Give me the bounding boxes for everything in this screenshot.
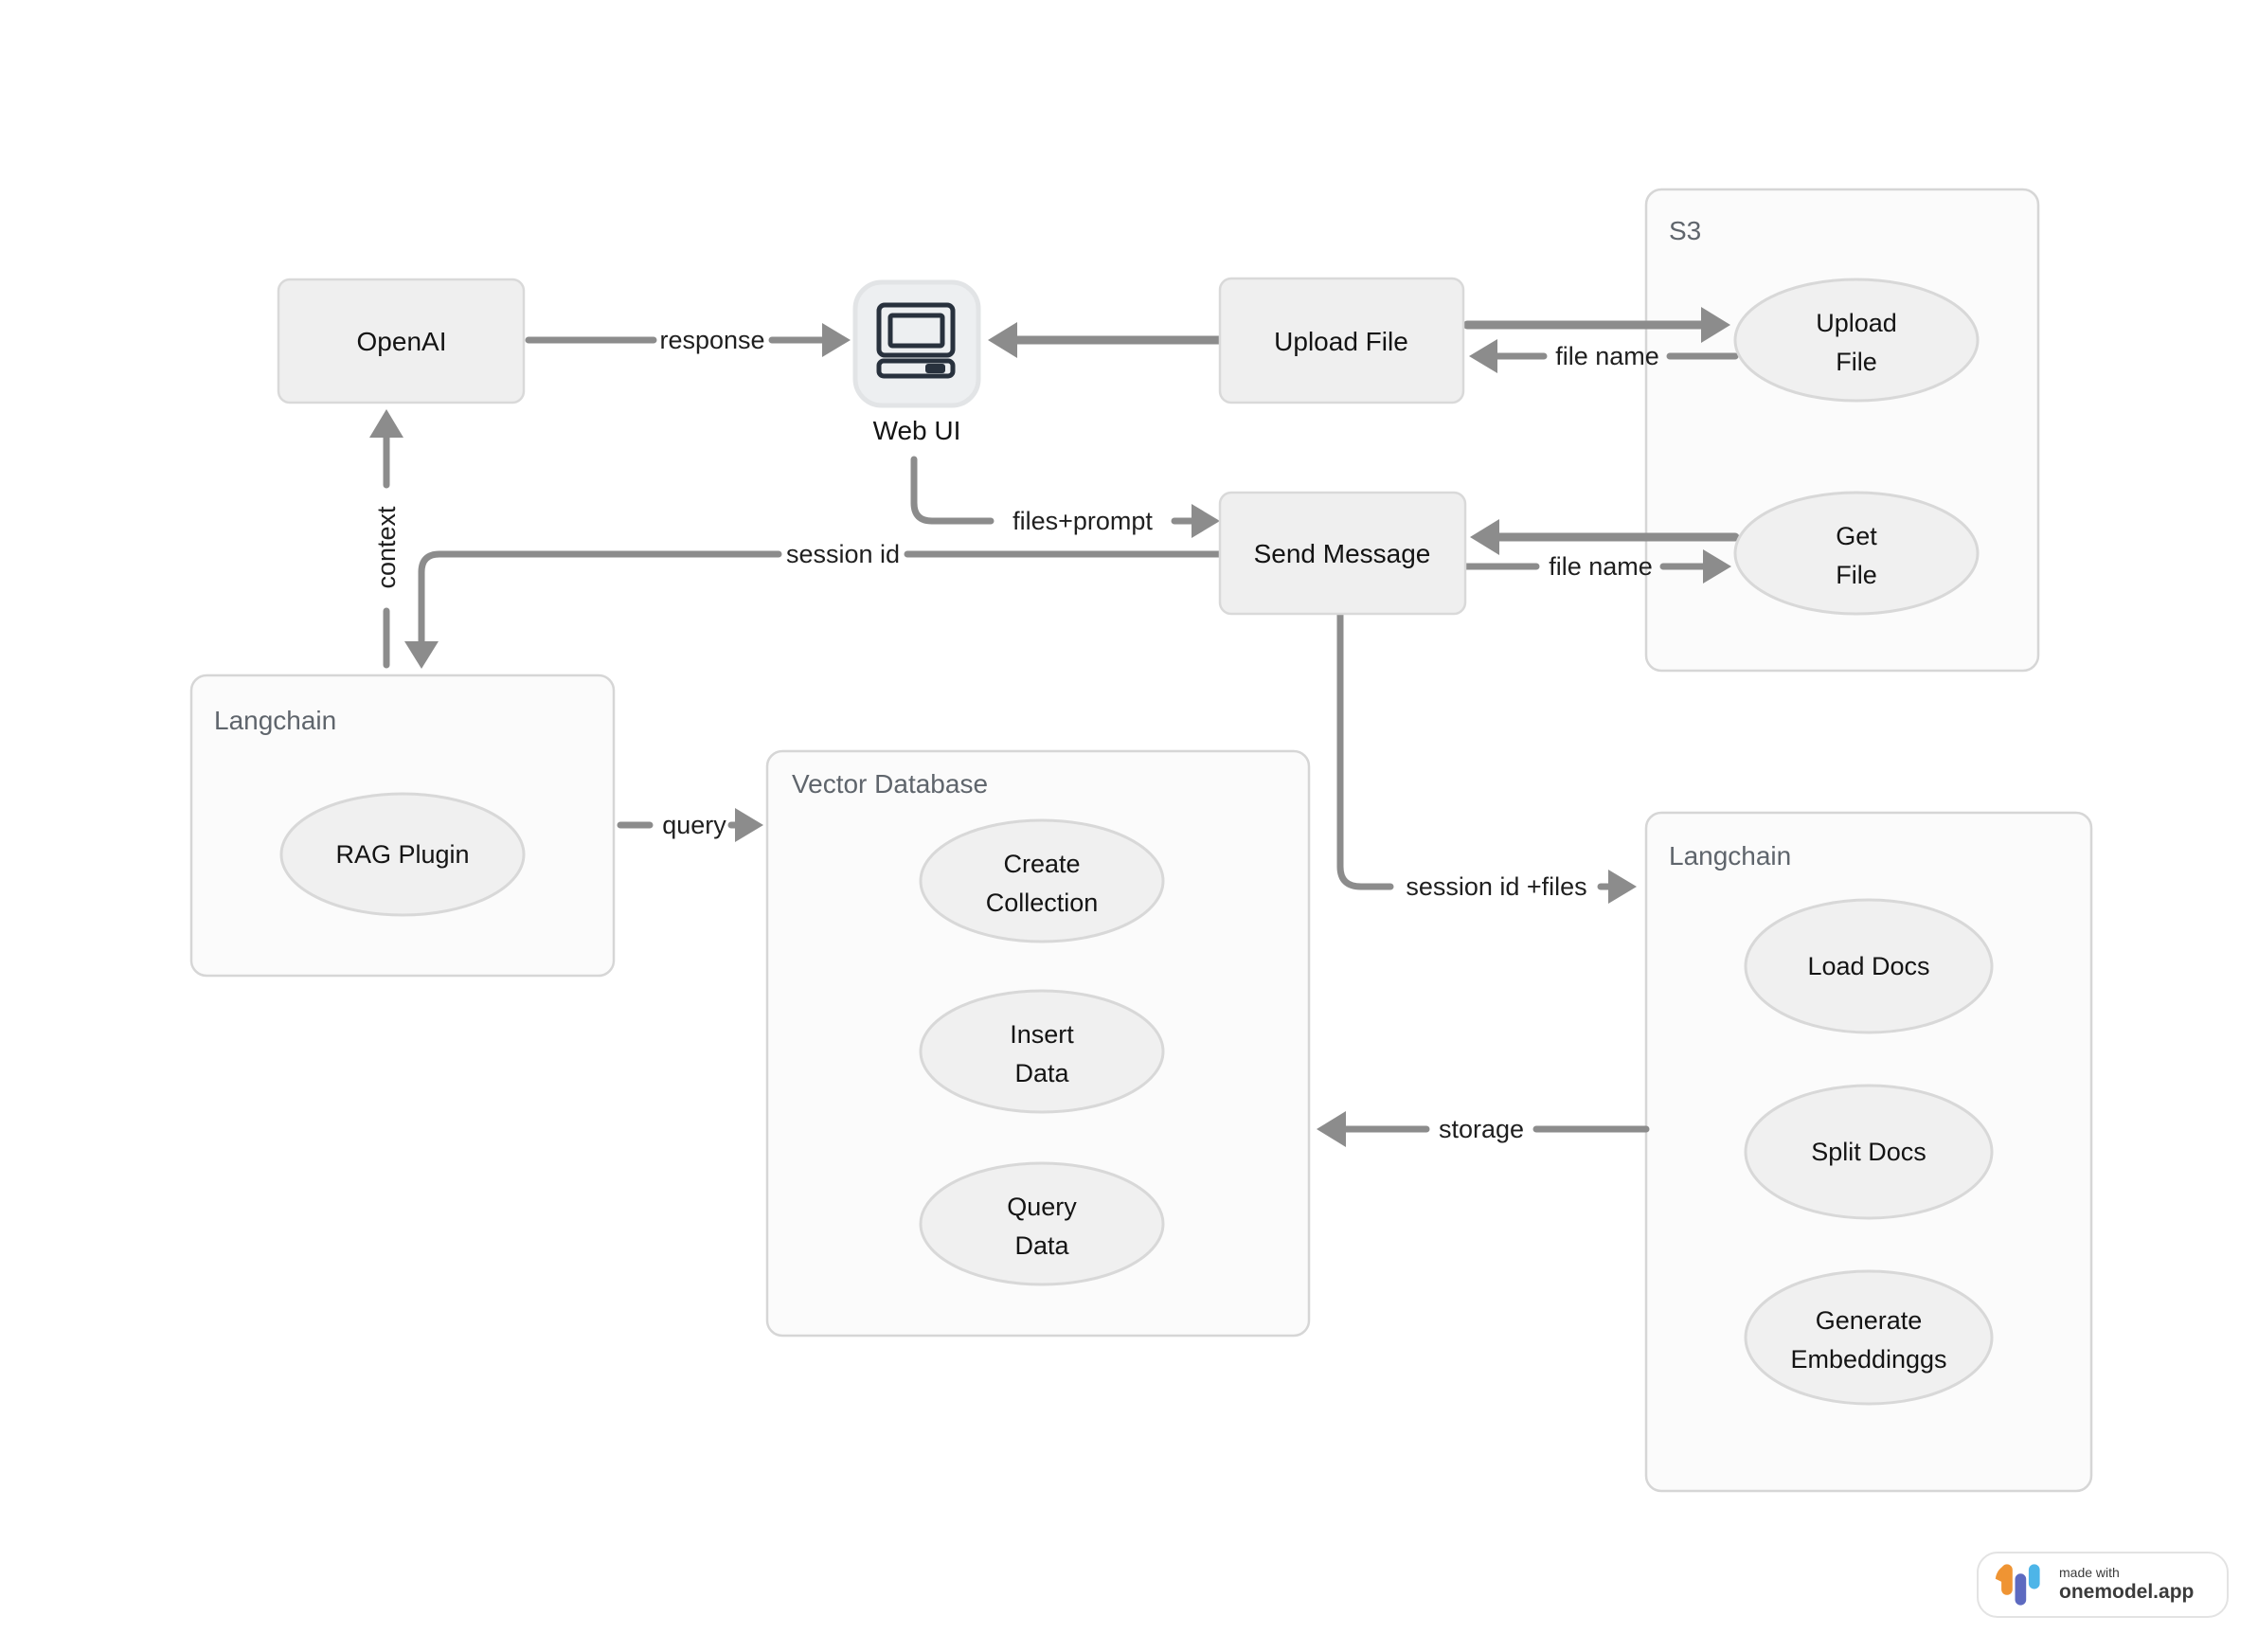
arrowhead-right <box>735 808 763 842</box>
split-docs-ellipse[interactable] <box>1744 1084 1994 1220</box>
insert-data-line2: Data <box>1014 1059 1069 1087</box>
langchain-right-container-label: Langchain <box>1669 841 1791 871</box>
edge-label-context: context <box>372 506 401 589</box>
arrowhead-down <box>404 641 439 669</box>
web-ui-label: Web UI <box>873 416 961 445</box>
node-openai[interactable]: OpenAI <box>277 278 526 404</box>
load-docs-ellipse[interactable] <box>1744 898 1994 1034</box>
langchain-left-container-label: Langchain <box>214 706 336 735</box>
arrowhead-up <box>369 409 403 438</box>
arrowhead-left <box>1469 339 1497 373</box>
op-create-collection[interactable]: Create Collection <box>919 818 1165 943</box>
create-collection-line2: Collection <box>986 889 1099 917</box>
s3-upload-file-line2: File <box>1836 348 1877 376</box>
badge-text: made with onemodel.app <box>2059 1566 2194 1603</box>
s3-upload-file-line1: Upload <box>1816 309 1897 337</box>
edge-uploadfile-to-s3upload <box>1462 307 1730 343</box>
arrowhead-right <box>822 323 851 357</box>
edge-label-response: response <box>659 326 764 354</box>
op-split-docs[interactable]: Split Docs <box>1744 1084 1994 1220</box>
badge-brand[interactable]: onemodel.app <box>2059 1581 2195 1604</box>
edge-storage: storage <box>1317 1111 1650 1147</box>
onemodel-logo-icon <box>1995 1564 2040 1606</box>
op-insert-data[interactable]: Insert Data <box>919 989 1165 1114</box>
edge-label-query: query <box>662 811 726 839</box>
edge-line <box>418 550 782 646</box>
edge-label-session-id-files: session id +files <box>1406 872 1586 901</box>
s3-get-file-ellipse[interactable] <box>1733 491 1980 616</box>
arrowhead-left <box>1317 1111 1346 1147</box>
insert-data-ellipse[interactable] <box>919 989 1165 1114</box>
op-s3-get-file[interactable]: Get File <box>1733 491 1980 616</box>
op-query-data[interactable]: Query Data <box>919 1161 1165 1286</box>
op-s3-upload-file[interactable]: Upload File <box>1733 278 1980 403</box>
load-docs-label: Load Docs <box>1807 952 1929 980</box>
rag-plugin-ellipse[interactable] <box>279 792 526 917</box>
s3-get-file-line2: File <box>1836 561 1877 589</box>
edge-session-id-files: session id +files <box>1336 610 1637 904</box>
arrowhead-right <box>1192 504 1220 538</box>
s3-get-file-line1: Get <box>1836 522 1877 550</box>
send-message-label: Send Message <box>1254 539 1431 568</box>
edge-label-files-prompt: files+prompt <box>1013 507 1153 535</box>
query-data-line1: Query <box>1007 1193 1077 1221</box>
query-data-ellipse[interactable] <box>919 1161 1165 1286</box>
edge-label-file-name-get: file name <box>1549 552 1653 581</box>
badge-made-with: made with <box>2059 1565 2120 1581</box>
send-message-box[interactable] <box>1218 491 1467 616</box>
s3-container-label: S3 <box>1669 216 1701 245</box>
arrowhead-left <box>988 322 1017 358</box>
edge-files-prompt: files+prompt <box>910 456 1220 538</box>
edge-session-id: session id <box>404 540 1224 669</box>
arrowhead-left <box>1470 519 1499 555</box>
edge-getfile-to-sendmessage <box>1470 519 1740 555</box>
edge-file-name-get: file name <box>1461 549 1731 584</box>
edge-label-storage: storage <box>1439 1115 1524 1143</box>
upload-file-label: Upload File <box>1274 327 1408 356</box>
op-rag-plugin[interactable]: RAG Plugin <box>279 792 526 917</box>
query-data-line2: Data <box>1014 1231 1069 1260</box>
rag-plugin-label: RAG Plugin <box>335 840 469 869</box>
insert-data-line1: Insert <box>1010 1020 1074 1049</box>
vector-database-container-label: Vector Database <box>792 769 988 799</box>
edge-query: query <box>617 808 763 842</box>
node-upload-file[interactable]: Upload File <box>1218 277 1465 404</box>
create-collection-ellipse[interactable] <box>919 818 1165 943</box>
onemodel-badge[interactable]: made with onemodel.app <box>1977 1552 2229 1618</box>
edge-line <box>910 456 995 525</box>
op-load-docs[interactable]: Load Docs <box>1744 898 1994 1034</box>
openai-label: OpenAI <box>357 327 447 356</box>
generate-embeddings-line1: Generate <box>1816 1306 1923 1335</box>
edge-label-file-name-upload: file name <box>1555 342 1659 370</box>
op-generate-embeddings[interactable]: Generate Embeddinggs <box>1744 1269 1994 1406</box>
node-web-ui[interactable]: Web UI <box>852 279 981 445</box>
arrowhead-right <box>1608 870 1637 904</box>
edge-file-name-upload: file name <box>1469 339 1739 373</box>
upload-file-box[interactable] <box>1218 277 1465 404</box>
node-send-message[interactable]: Send Message <box>1218 491 1467 616</box>
openai-box[interactable] <box>277 278 526 404</box>
create-collection-line1: Create <box>1003 850 1080 878</box>
computer-icon <box>876 302 956 379</box>
generate-embeddings-ellipse[interactable] <box>1744 1269 1994 1406</box>
edge-context: context <box>369 409 403 669</box>
arrowhead-right <box>1701 307 1730 343</box>
s3-upload-file-ellipse[interactable] <box>1733 278 1980 403</box>
edge-response: response <box>525 323 851 357</box>
arrowhead-right <box>1703 549 1731 584</box>
edge-uploadfile-to-webui <box>988 322 1225 358</box>
split-docs-label: Split Docs <box>1811 1138 1926 1166</box>
edge-line <box>1336 610 1394 890</box>
edge-label-session-id: session id <box>786 540 900 568</box>
generate-embeddings-line2: Embeddinggs <box>1790 1345 1946 1374</box>
